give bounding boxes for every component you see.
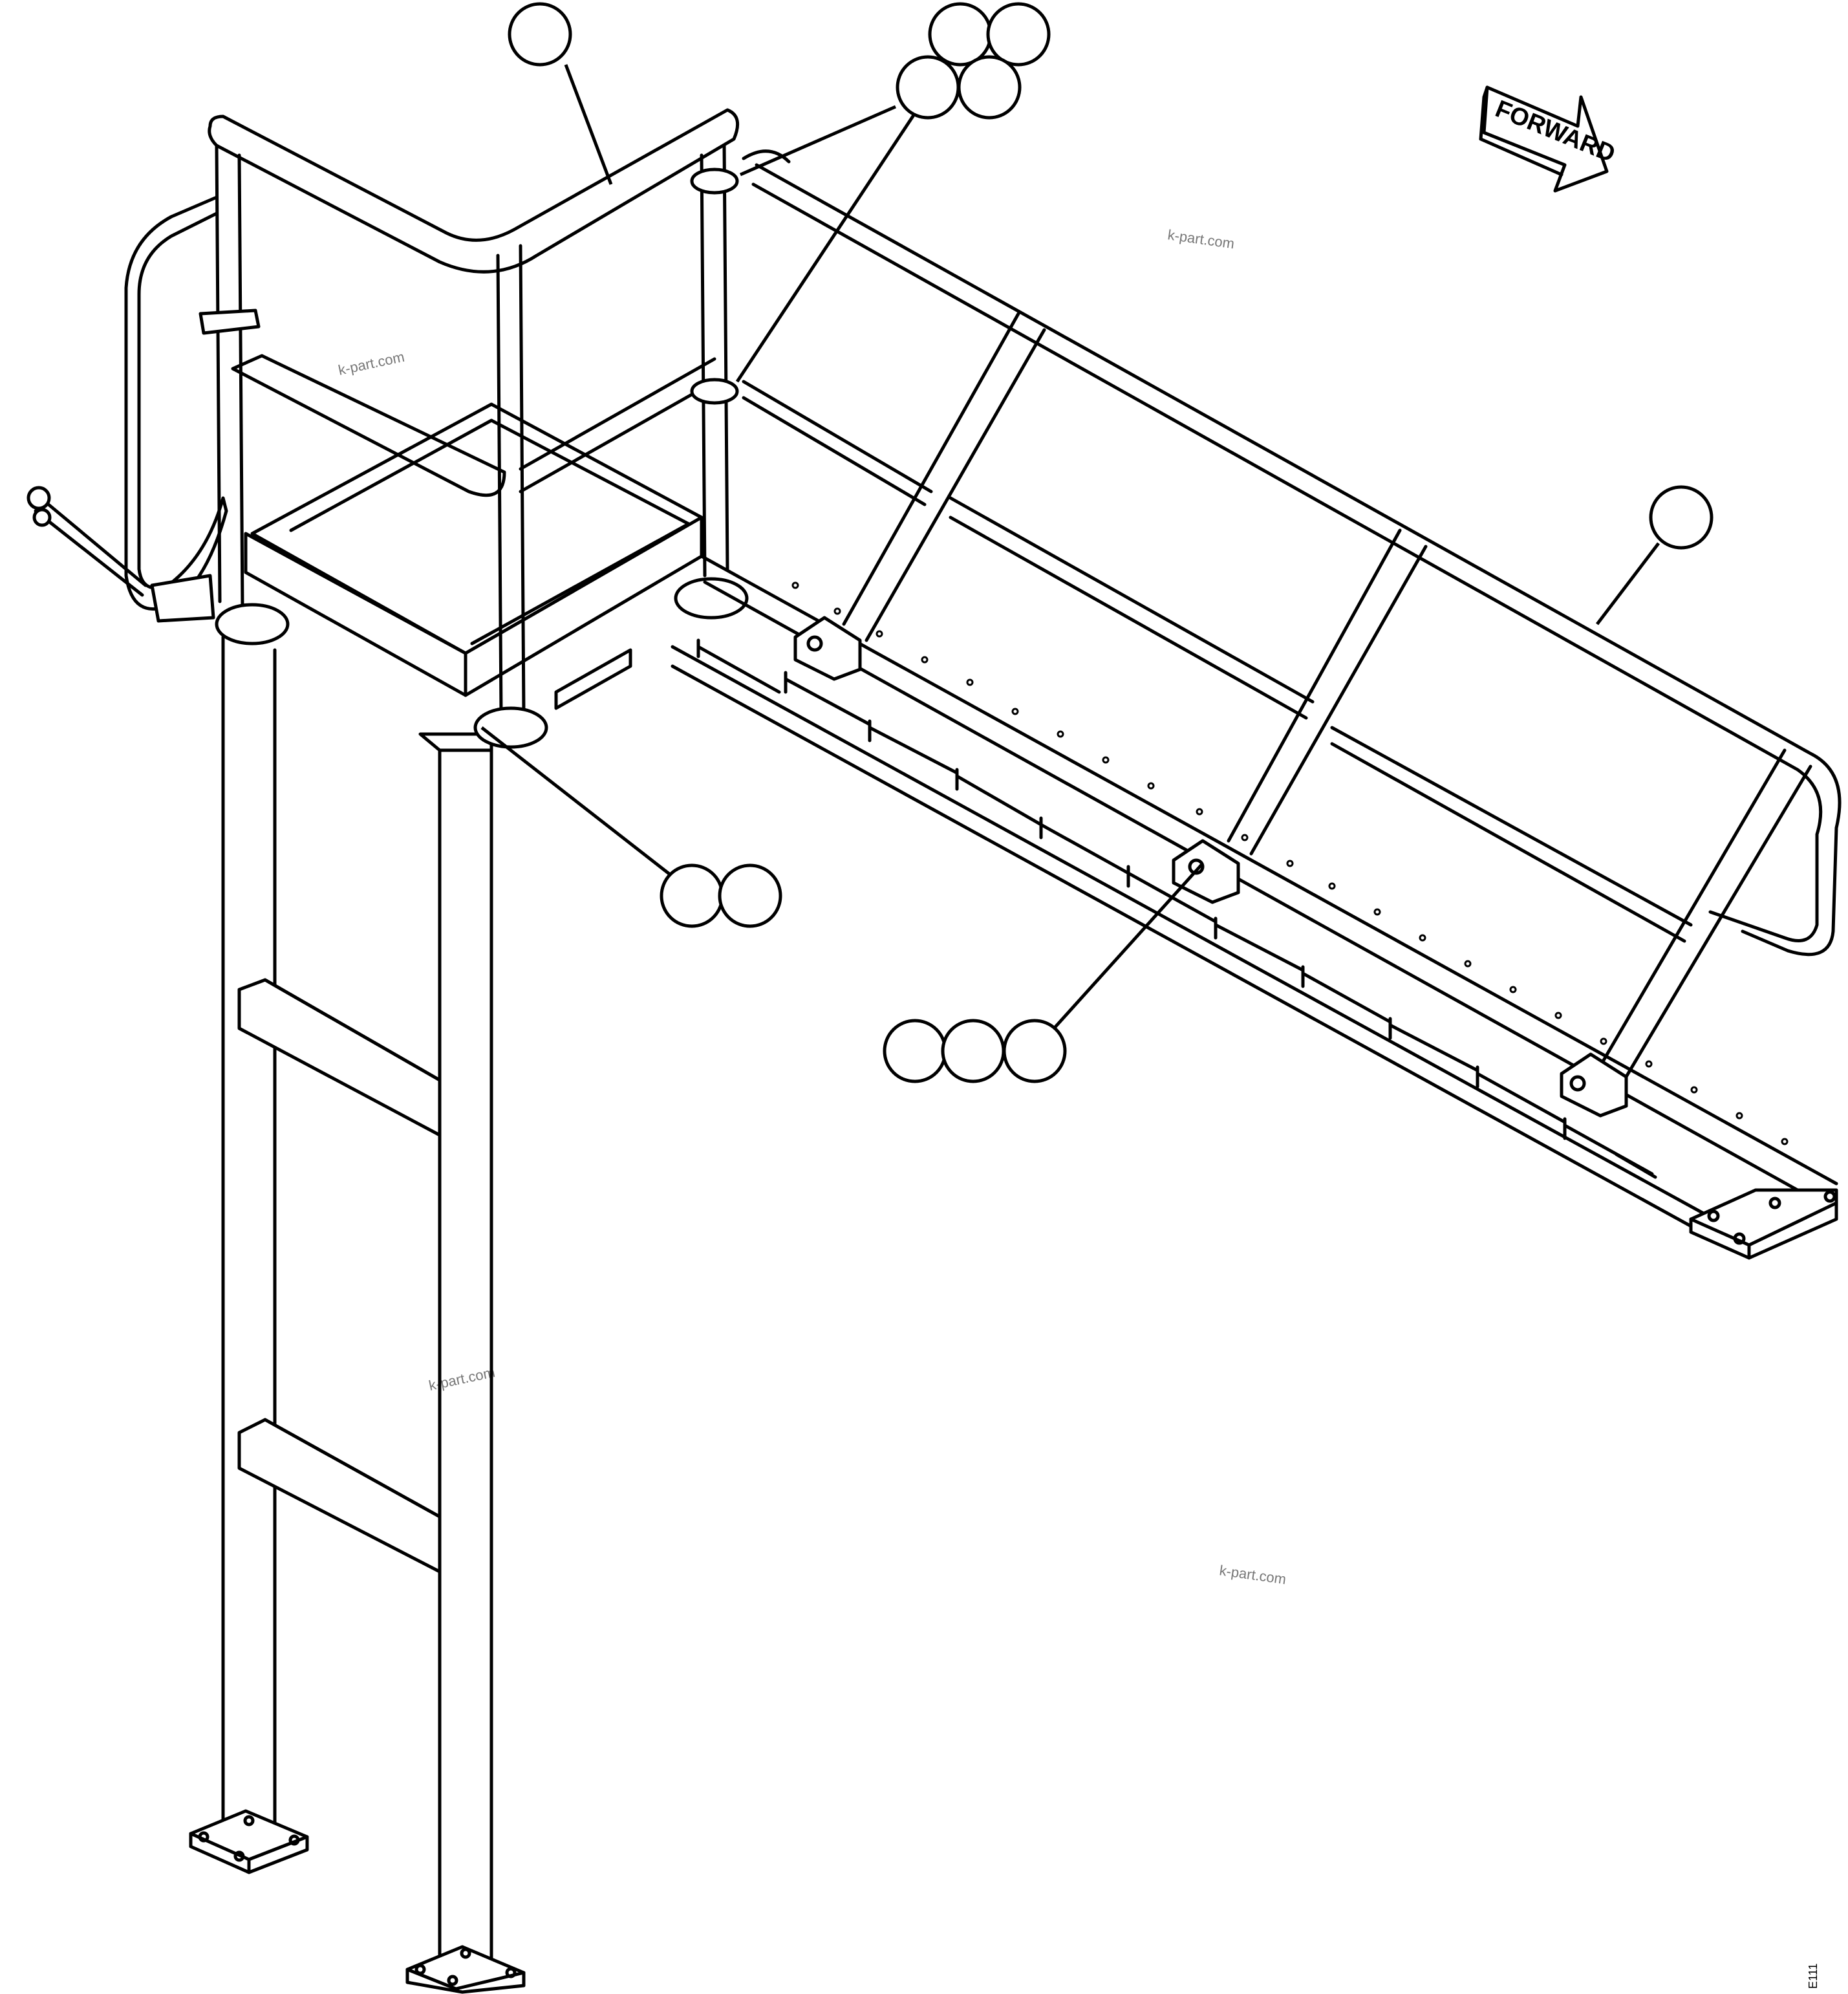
callout-clamp-a2[interactable] xyxy=(986,2,1051,67)
watermark-4: k-part.com xyxy=(1218,1562,1287,1587)
callout-top-handrail[interactable] xyxy=(508,2,572,67)
callouts xyxy=(480,2,1714,1083)
callout-stair-bolt-2[interactable] xyxy=(941,1019,1005,1083)
stairway xyxy=(671,554,1838,1260)
callout-clamp-a1[interactable] xyxy=(928,2,993,67)
watermark-3: k-part.com xyxy=(427,1364,497,1394)
ladder xyxy=(189,635,526,1994)
callout-stair-handrail[interactable] xyxy=(1649,485,1714,550)
watermark-2: k-part.com xyxy=(337,349,406,378)
stair-handrail xyxy=(742,149,1842,1118)
callout-clamp-b2[interactable] xyxy=(957,55,1022,120)
callout-platform-bolt-2[interactable] xyxy=(718,863,782,928)
platform-guardrail xyxy=(27,108,749,749)
callout-platform-bolt-1[interactable] xyxy=(660,863,724,928)
callout-stair-bolt-1[interactable] xyxy=(883,1019,947,1083)
callout-clamp-b1[interactable] xyxy=(896,55,960,120)
forward-arrow: FORWARD xyxy=(1479,85,1619,193)
drawing-code: E111 xyxy=(1807,1964,1820,1989)
watermark-1: k-part.com xyxy=(1166,226,1235,252)
callout-stair-bolt-3[interactable] xyxy=(1002,1019,1067,1083)
